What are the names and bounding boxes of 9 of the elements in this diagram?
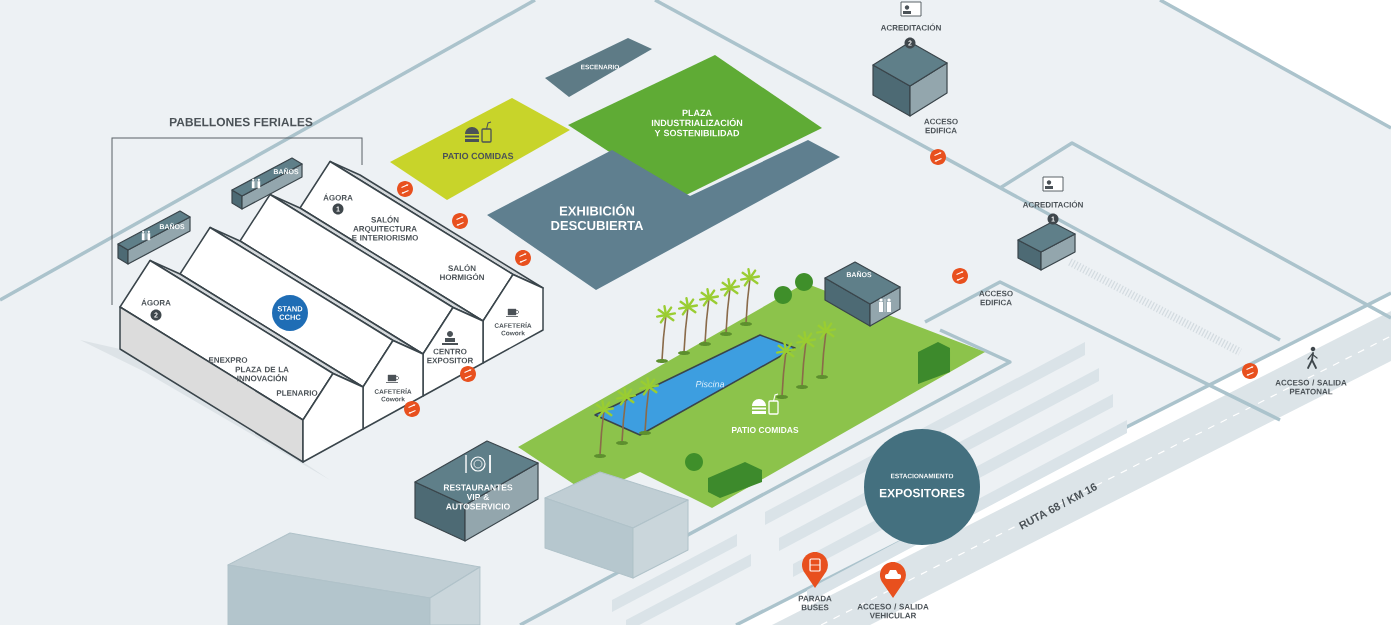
stop-label: PARADA BUSES [798,595,832,611]
area-title: PABELLONES FERIALES [169,117,313,127]
access-label: ACCESO / SALIDA PEATONAL [1275,379,1347,395]
node-label: ACREDITACIÓN [1022,200,1083,208]
access-label: ACCESO EDIFICA [924,118,958,134]
food-court-area: PATIO COMIDAS [390,98,570,200]
node-label: ACREDITACIÓN [880,23,941,31]
node-label: EXPOSITOR [427,357,474,364]
access-label: ACCESO / SALIDA VEHICULAR [857,603,929,619]
